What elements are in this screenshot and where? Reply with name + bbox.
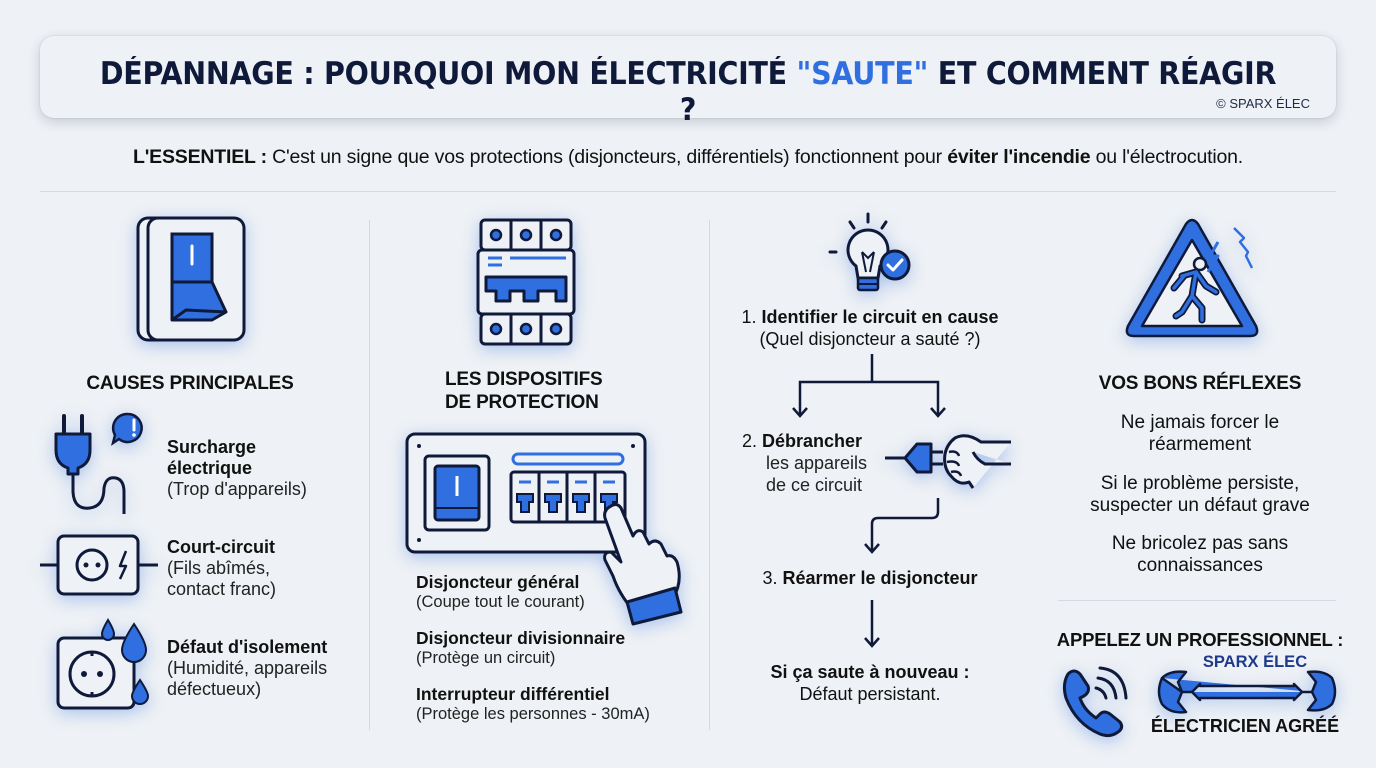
causes-title: CAUSES PRINCIPALES (86, 373, 294, 394)
tip-line: suspecter un défaut grave (1090, 495, 1310, 516)
step-number: 1. (741, 307, 762, 327)
essentiel-text: C'est un signe que vos protections (disj… (266, 146, 948, 168)
wet-outlet-icon (56, 618, 150, 710)
cause-item-short-circuit: Court-circuit (Fils abîmés, contact fran… (167, 537, 276, 600)
device-description: (Coupe tout le courant) (416, 593, 585, 611)
lightbulb-check-icon (828, 212, 911, 292)
electric-danger-warning-icon (1125, 218, 1259, 338)
tip-line: connaissances (1137, 555, 1263, 576)
tip-line: réarmement (1148, 434, 1252, 455)
cause-description: (Humidité, appareils (167, 658, 328, 678)
device-item-rcd: Interrupteur différentiel (Protège les p… (416, 684, 650, 724)
device-description: (Protège les personnes - 30mA) (416, 705, 650, 723)
column-divider-1 (369, 220, 370, 730)
devices-title: LES DISPOSITIFS DE PROTECTION (425, 368, 625, 414)
cause-title: Défaut d'isolement (167, 637, 328, 657)
title-highlight: "SAUTE" (796, 56, 929, 92)
device-title: Disjoncteur général (416, 572, 580, 592)
step-title: Débrancher (762, 431, 863, 451)
arrow-down-final (864, 600, 880, 648)
tip-line: Ne bricolez pas sans (1111, 533, 1289, 554)
contact-title: APPELEZ UN PROFESSIONNEL : (1056, 629, 1344, 650)
cause-title: Surcharge (167, 437, 257, 457)
arrow-down-step3 (864, 498, 940, 554)
page-title: DÉPANNAGE : POURQUOI MON ÉLECTRICITÉ "SA… (92, 56, 1284, 128)
essentiel-summary: L'ESSENTIEL : C'est un signe que vos pro… (0, 146, 1376, 169)
step-number: 3. (762, 568, 783, 588)
contact-divider (1058, 600, 1336, 601)
reflexes-title: VOS BONS RÉFLEXES (1098, 373, 1302, 394)
reflex-tip: Ne jamais forcer le réarmement (1040, 412, 1360, 456)
circuit-breaker-icon (476, 218, 576, 346)
final-warning-title: Si ça saute à nouveau : (770, 662, 970, 682)
reflex-tip: Si le problème persiste, suspecter un dé… (1040, 473, 1360, 517)
final-warning-description: Défaut persistant. (799, 684, 941, 704)
step-description: de ce circuit (766, 475, 863, 495)
cause-title: électrique (167, 458, 253, 478)
light-switch-icon (136, 216, 246, 342)
tip-line: Ne jamais forcer le (1120, 412, 1280, 433)
devices-title-line2: DE PROTECTION (445, 392, 599, 413)
step-description: (Quel disjoncteur a sauté ?) (759, 329, 981, 349)
column-divider-2 (709, 220, 710, 730)
step-title: Réarmer le disjoncteur (782, 568, 978, 588)
step-1: 1. Identifier le circuit en cause (Quel … (720, 306, 1020, 350)
cause-description: défectueux) (167, 679, 262, 699)
essentiel-emphasis: éviter l'incendie (947, 146, 1091, 168)
cause-description: (Fils abîmés, (167, 558, 271, 578)
device-item-main-breaker: Disjoncteur général (Coupe tout le coura… (416, 572, 585, 612)
device-item-branch-breaker: Disjoncteur divisionnaire (Protège un ci… (416, 628, 625, 668)
wrench-icon (1157, 670, 1337, 714)
step-description: les appareils (766, 453, 868, 473)
electrical-panel-icon (405, 432, 683, 626)
branch-arrows (792, 354, 946, 418)
devices-title-line1: LES DISPOSITIFS (445, 369, 603, 390)
title-text-2: ET COMMENT RÉAGIR ? (679, 56, 1277, 128)
tip-line: Si le problème persiste, (1100, 473, 1300, 494)
step-2: 2. Débrancher les appareils de ce circui… (742, 430, 867, 496)
essentiel-label: L'ESSENTIEL : (133, 146, 267, 168)
device-title: Disjoncteur divisionnaire (416, 628, 626, 648)
step-3: 3. Réarmer le disjoncteur (720, 567, 1020, 589)
brand-name: SPARX ÉLEC (1202, 653, 1308, 671)
cause-description: (Trop d'appareils) (167, 479, 307, 499)
contact-subtitle: ÉLECTRICIEN AGRÉÉ (1150, 716, 1340, 736)
device-description: (Protège un circuit) (416, 649, 556, 667)
short-circuit-outlet-icon (40, 534, 158, 596)
title-card: DÉPANNAGE : POURQUOI MON ÉLECTRICITÉ "SA… (40, 36, 1336, 128)
step-number: 2. (742, 431, 763, 451)
reflex-tip: Ne bricolez pas sans connaissances (1040, 533, 1360, 577)
phone-ringing-icon[interactable] (1060, 666, 1136, 738)
final-warning: Si ça saute à nouveau : Défaut persistan… (720, 661, 1020, 705)
essentiel-text-end: ou l'électrocution. (1090, 146, 1244, 168)
cause-item-overload: Surcharge électrique (Trop d'appareils) (167, 437, 307, 500)
cause-title: Court-circuit (167, 537, 275, 557)
plug-alert-icon (54, 412, 143, 514)
unplug-hand-icon (885, 434, 1011, 489)
top-divider (40, 191, 1336, 192)
title-text-1: DÉPANNAGE : POURQUOI MON ÉLECTRICITÉ (99, 56, 797, 92)
cause-item-insulation-fault: Défaut d'isolement (Humidité, appareils … (167, 637, 327, 700)
cause-description: contact franc) (167, 579, 277, 599)
copyright: © SPARX ÉLEC (1216, 96, 1310, 111)
step-title: Identifier le circuit en cause (761, 307, 999, 327)
device-title: Interrupteur différentiel (416, 684, 610, 704)
